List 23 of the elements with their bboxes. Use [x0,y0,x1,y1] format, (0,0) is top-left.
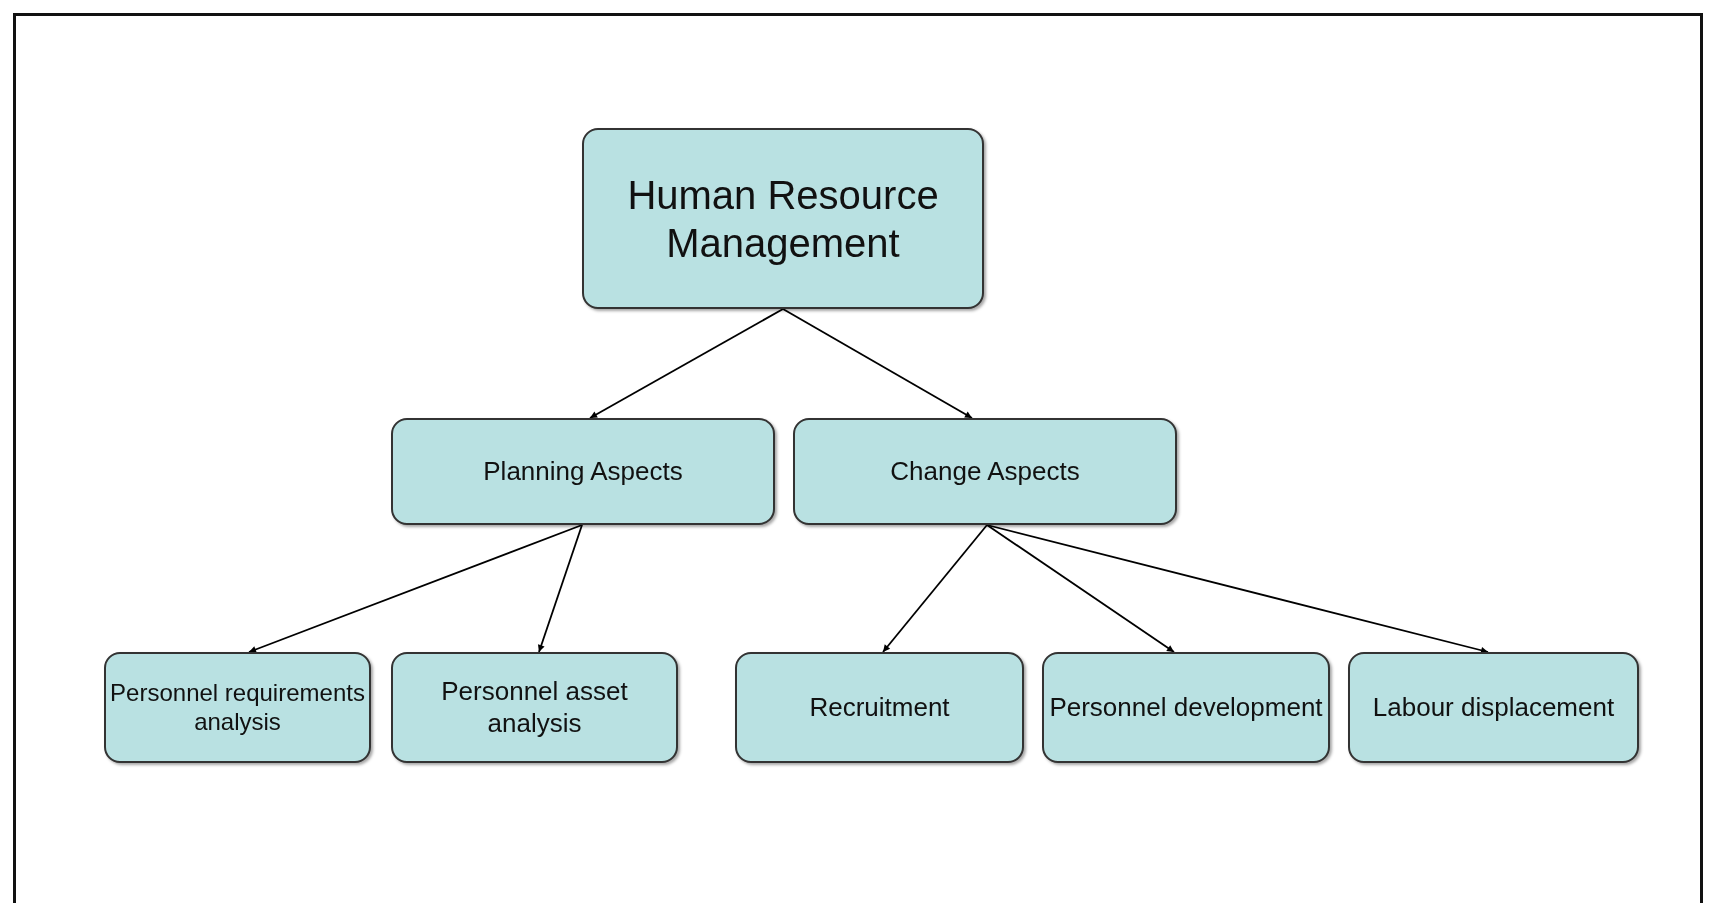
node-label: Human Resource Management [626,171,940,267]
arrow [782,308,973,419]
node-label: Personnel asset analysis [440,676,629,739]
rounded-box [1348,652,1639,763]
node-label: Labour displacement [1372,691,1615,724]
arrow [986,524,1489,654]
node-label: Personnel requirements analysis [109,678,366,737]
arrow [986,524,1175,653]
rounded-box [1042,652,1330,763]
arrow [537,524,583,653]
arrow [248,524,583,653]
rounded-box [735,652,1024,763]
node-label: Planning Aspects [483,455,683,488]
node-label: Change Aspects [890,455,1080,488]
rounded-box [104,652,371,763]
node-label: Personnel development [1049,691,1323,724]
rounded-box [391,652,678,763]
arrow [882,524,988,653]
node-label: Recruitment [809,691,950,724]
rounded-box [582,128,984,309]
arrow [589,308,784,419]
rounded-box [793,418,1177,525]
rounded-box [391,418,775,525]
